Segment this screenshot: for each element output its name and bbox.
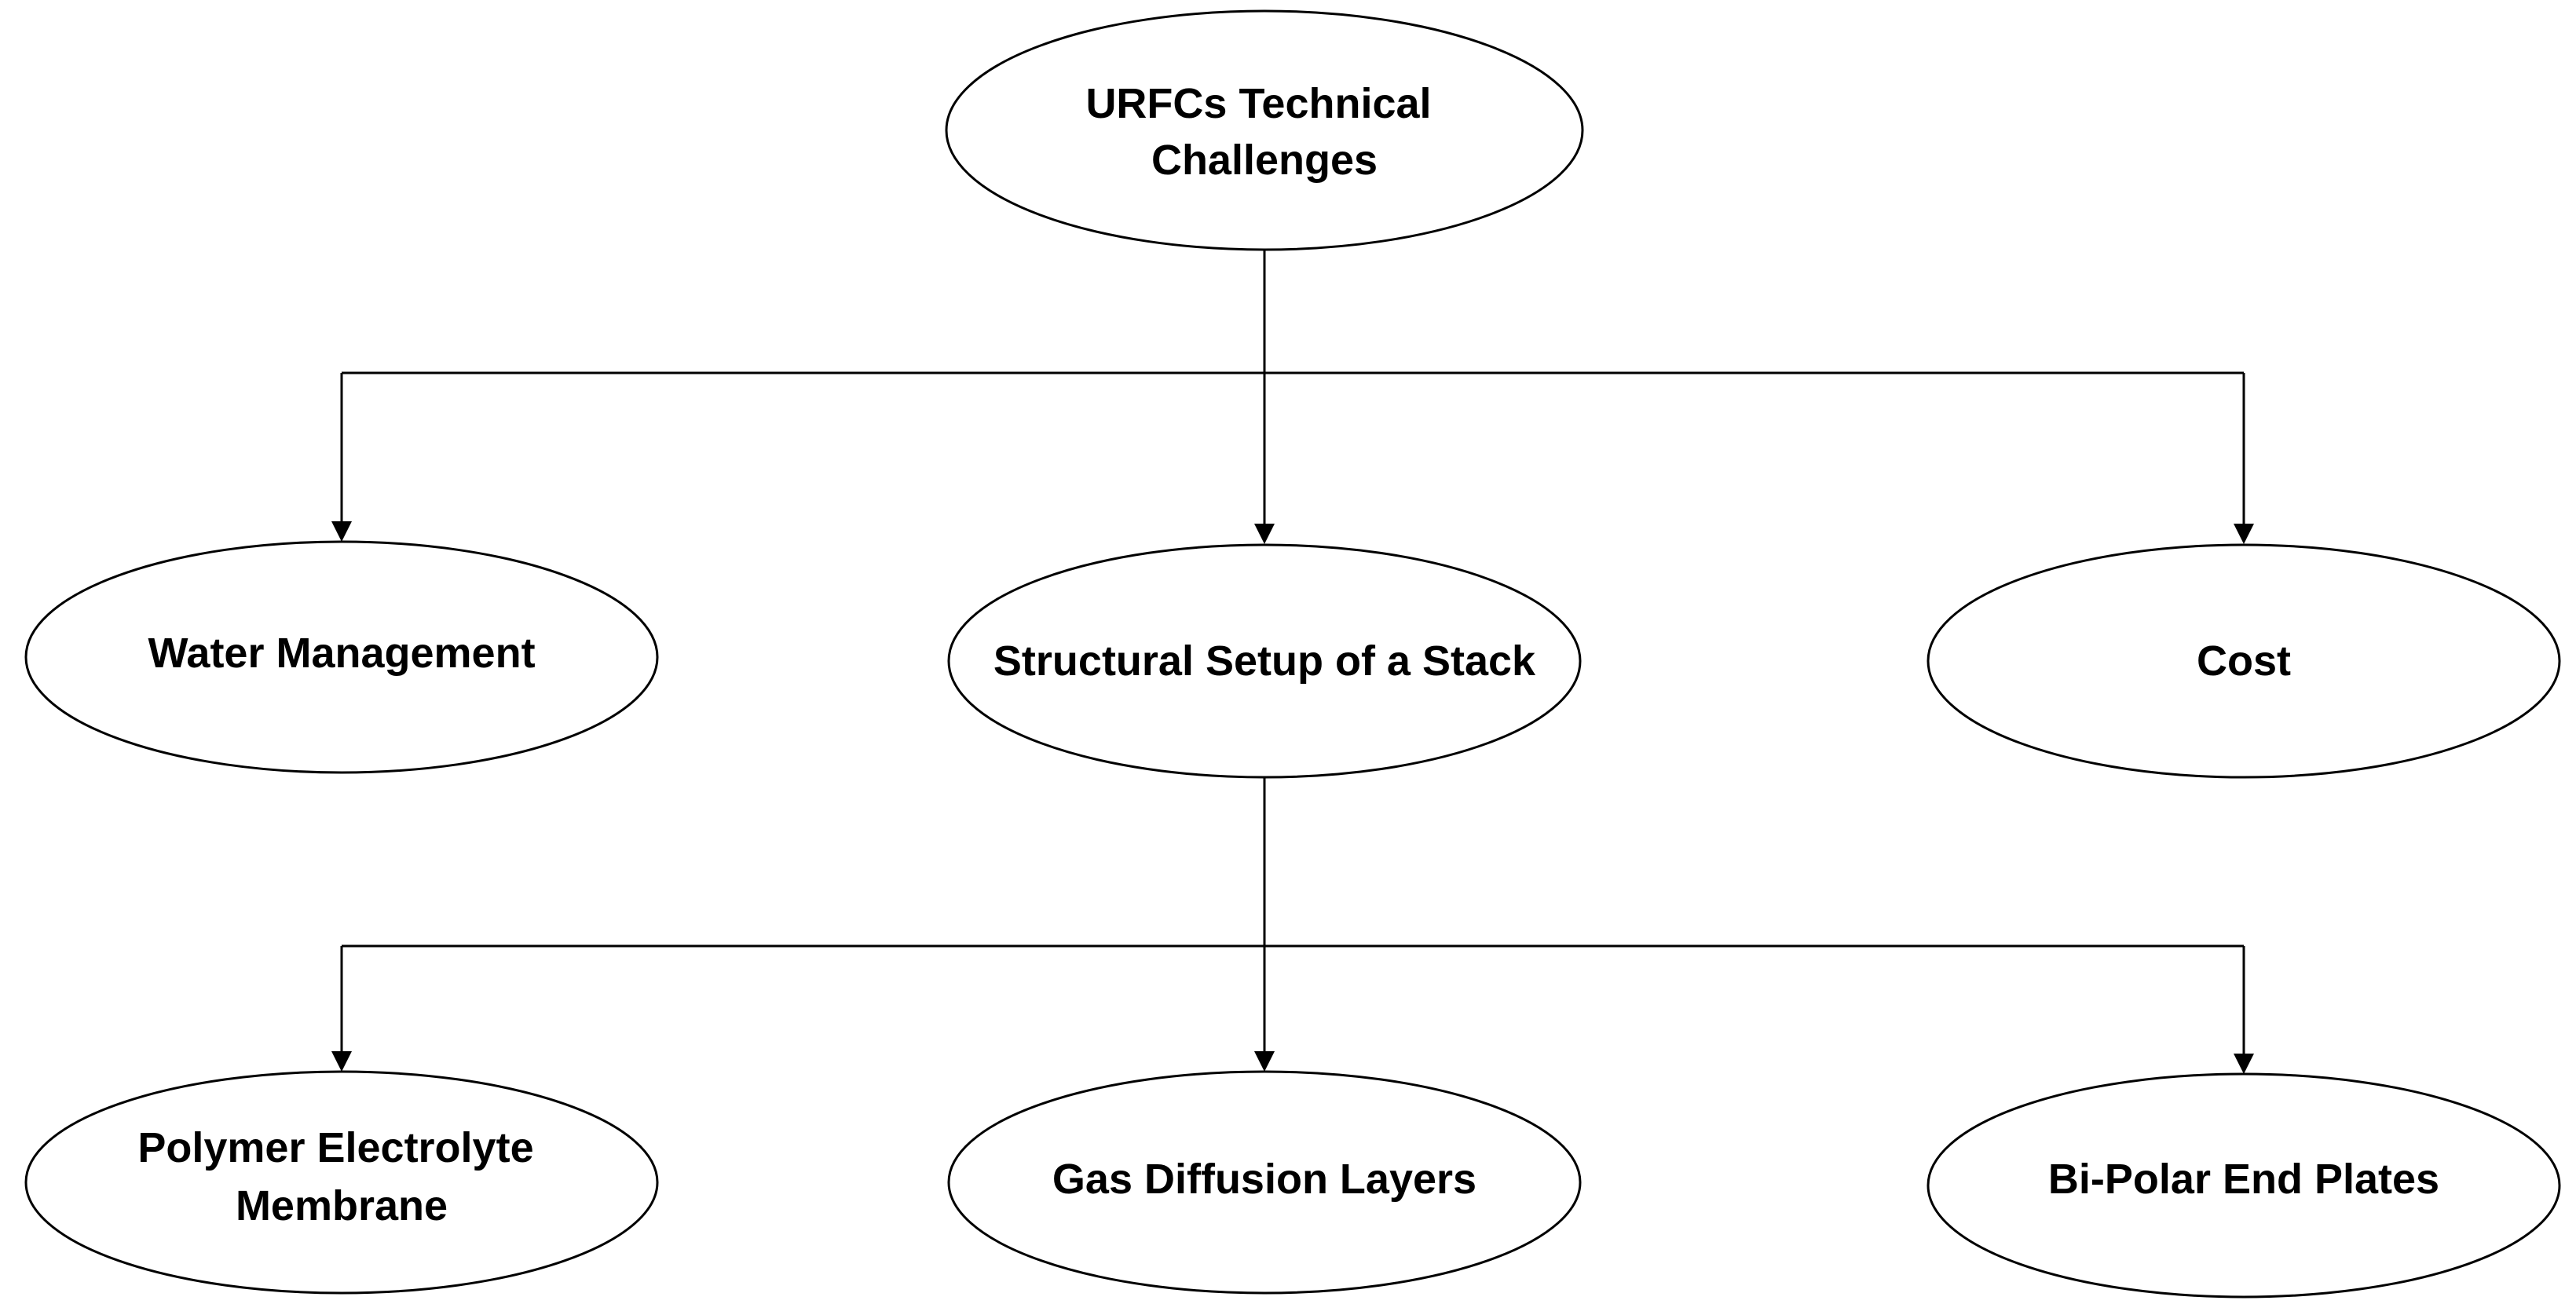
connectors-level-1 [331, 250, 2254, 544]
arrowhead-gas [1254, 1051, 1275, 1072]
node-root-label-line1: URFCs Technical [1085, 80, 1431, 127]
node-polymer-membrane: Polymer Electrolyte Membrane [24, 1070, 659, 1295]
arrowhead-structural [1254, 524, 1275, 544]
node-polymer-membrane-label: Polymer Electrolyte Membrane [137, 1124, 545, 1229]
node-water-management-label: Water Management [148, 630, 535, 677]
node-gas-diffusion-shape [947, 1070, 1582, 1295]
arrowhead-membrane [331, 1051, 352, 1072]
node-cost: Cost [1927, 543, 2561, 779]
node-bipolar-plates-label: Bi-Polar End Plates [2048, 1156, 2439, 1203]
arrowhead-water [331, 521, 352, 542]
node-bipolar-plates: Bi-Polar End Plates [1927, 1072, 2561, 1299]
node-root-shape [945, 9, 1584, 251]
node-cost-label: Cost [2197, 637, 2291, 685]
node-structural-setup: Structural Setup of a Stack [947, 543, 1582, 779]
node-root-label: URFCs Technical Challenges [1085, 80, 1443, 184]
node-bipolar-plates-shape [1927, 1072, 2561, 1299]
node-polymer-membrane-label-line2: Membrane [236, 1182, 448, 1229]
node-root: URFCs Technical Challenges [945, 9, 1584, 251]
arrowhead-bipolar [2234, 1054, 2254, 1074]
node-gas-diffusion: Gas Diffusion Layers [947, 1070, 1582, 1295]
node-polymer-membrane-label-line1: Polymer Electrolyte [137, 1124, 533, 1171]
node-cost-shape [1927, 543, 2561, 779]
node-root-label-line2: Challenges [1151, 137, 1378, 184]
arrowhead-cost [2234, 524, 2254, 544]
node-water-management-shape [24, 540, 659, 774]
node-gas-diffusion-label: Gas Diffusion Layers [1052, 1156, 1476, 1203]
node-structural-setup-label: Structural Setup of a Stack [993, 637, 1536, 685]
node-polymer-membrane-shape [24, 1070, 659, 1295]
node-structural-setup-shape [947, 543, 1582, 779]
node-water-management: Water Management [24, 540, 659, 774]
connectors-level-2 [331, 777, 2254, 1074]
